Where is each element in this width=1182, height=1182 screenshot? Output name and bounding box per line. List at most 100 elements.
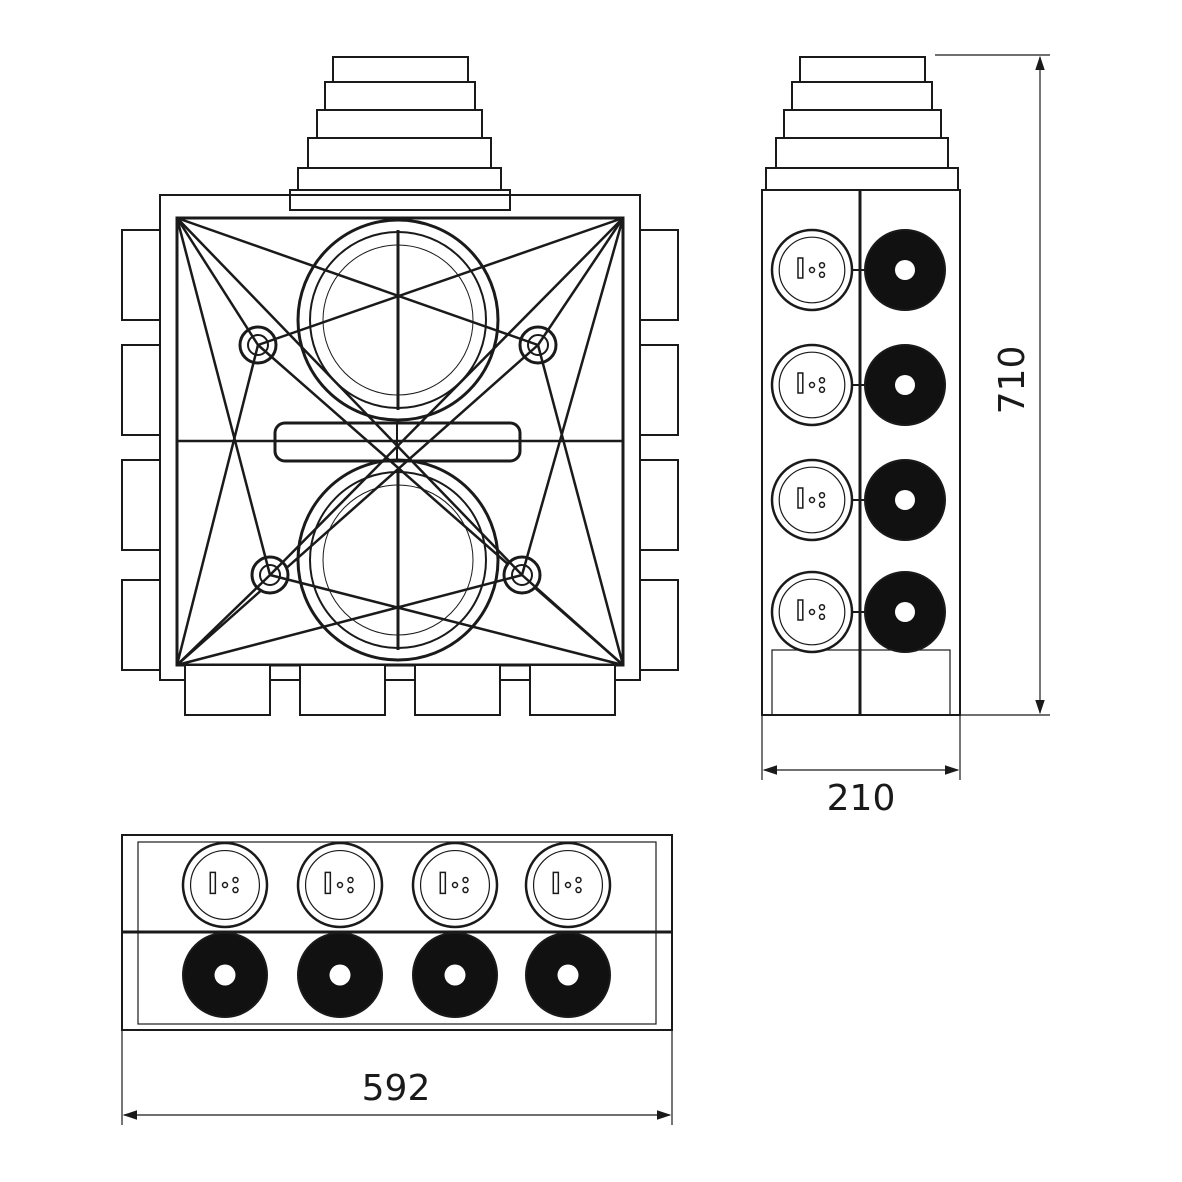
- outlet-inner-ring: [778, 236, 846, 304]
- dimension-depth-label: 210: [827, 778, 896, 819]
- outlet-dot: [451, 881, 459, 889]
- outlet-slot: [797, 257, 804, 279]
- rib: [176, 344, 539, 666]
- outlet-dot: [336, 881, 344, 889]
- outlet-dot: [808, 266, 816, 274]
- outlet-cap-hole: [214, 964, 236, 986]
- outlet-inner-ring: [778, 351, 846, 419]
- outlet-dot: [347, 886, 354, 894]
- rib: [520, 217, 625, 576]
- outlet-dot: [347, 876, 354, 884]
- front-large-port: [296, 458, 500, 662]
- outlet-dot: [808, 608, 816, 616]
- outlet-slot: [324, 871, 332, 895]
- outlet-dot: [575, 886, 582, 894]
- outlet-slot: [439, 871, 447, 895]
- outlet-open: [770, 228, 854, 312]
- rib: [536, 344, 625, 666]
- port-outer-ring: [296, 458, 500, 662]
- front-view: [121, 56, 679, 716]
- rib: [269, 217, 624, 576]
- rib: [175, 344, 260, 666]
- outlet-dot: [232, 876, 239, 884]
- port-outer-ring: [296, 218, 500, 422]
- outlet-capped: [864, 344, 946, 426]
- outlet-capped: [864, 571, 946, 653]
- rib: [521, 574, 624, 666]
- outlet-dot: [818, 501, 826, 509]
- outlet-capped: [864, 459, 946, 541]
- outlet-cap-hole: [557, 964, 579, 986]
- outlet-dot: [818, 603, 826, 611]
- outlet-dot: [462, 886, 469, 894]
- outlet-slot: [209, 871, 217, 895]
- bottom-tab: [414, 664, 501, 716]
- outlet-open: [770, 570, 854, 654]
- mounting-hole: [247, 334, 269, 356]
- mounting-hole: [511, 564, 533, 586]
- side-tab-right: [639, 579, 679, 671]
- bottom-view: [121, 834, 673, 1031]
- outlet-dot: [564, 881, 572, 889]
- dimension-height: 710: [935, 54, 1050, 716]
- outlet-dot: [575, 876, 582, 884]
- outlet-inner-ring: [419, 849, 491, 921]
- outlet-open: [296, 841, 384, 929]
- front-large-port: [296, 218, 500, 422]
- dimension-width: 592: [121, 1030, 673, 1125]
- outlet-dot: [818, 613, 826, 621]
- outlet-cap-hole: [895, 375, 915, 395]
- outlet-inner-ring: [532, 849, 604, 921]
- side-tab-right: [639, 459, 679, 551]
- outlet-open: [411, 841, 499, 929]
- bottom-tab: [299, 664, 386, 716]
- side-view: [761, 56, 961, 716]
- rib: [257, 216, 624, 347]
- outlet-capped: [864, 229, 946, 311]
- outlet-inner-ring: [189, 849, 261, 921]
- outlet-dot: [818, 271, 826, 279]
- outlet-open: [524, 841, 612, 929]
- outlet-slot: [797, 372, 804, 394]
- outlet-slot: [797, 599, 804, 621]
- outlet-ring: [524, 841, 612, 929]
- rib: [176, 573, 523, 667]
- rib: [176, 217, 523, 576]
- outlet-cap-hole: [444, 964, 466, 986]
- rib: [175, 217, 260, 346]
- outlet-inner-ring: [304, 849, 376, 921]
- outlet-dot: [818, 386, 826, 394]
- front-box-outer: [159, 194, 641, 681]
- outlet-dot: [462, 876, 469, 884]
- outlet-ring: [411, 841, 499, 929]
- outlet-dot: [808, 496, 816, 504]
- outlet-dot: [232, 886, 239, 894]
- outlet-dot: [808, 381, 816, 389]
- outlet-inner-ring: [778, 578, 846, 646]
- outlet-cap-hole: [895, 602, 915, 622]
- outlet-dot: [818, 376, 826, 384]
- outlet-ring: [770, 343, 854, 427]
- side-tab-left: [121, 229, 161, 321]
- rib: [269, 573, 624, 667]
- outlet-capped: [525, 932, 611, 1018]
- outlet-dot: [221, 881, 229, 889]
- dimension-height-label: 710: [992, 346, 1033, 415]
- outlet-ring: [770, 458, 854, 542]
- dimension-width-label: 592: [362, 1068, 431, 1109]
- outlet-ring: [770, 570, 854, 654]
- front-spout: [289, 56, 511, 211]
- outlet-ring: [770, 228, 854, 312]
- side-tab-left: [121, 344, 161, 436]
- outlet-cap-hole: [895, 490, 915, 510]
- outlet-open: [181, 841, 269, 929]
- outlet-capped: [182, 932, 268, 1018]
- bottom-tab: [529, 664, 616, 716]
- outlet-open: [770, 343, 854, 427]
- outlet-cap-hole: [895, 260, 915, 280]
- outlet-capped: [412, 932, 498, 1018]
- outlet-slot: [552, 871, 560, 895]
- outlet-ring: [181, 841, 269, 929]
